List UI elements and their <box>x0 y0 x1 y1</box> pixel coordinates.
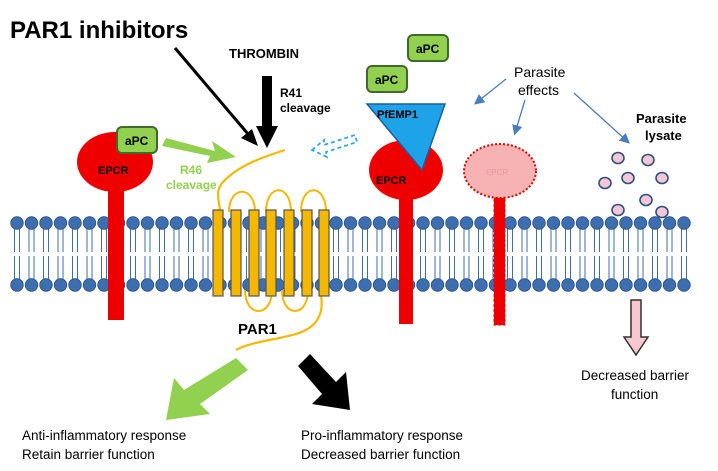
r41-label-line1: R41 <box>280 86 302 100</box>
inhibitor-arrow <box>173 47 258 146</box>
apc-box-top: aPC <box>407 34 449 62</box>
pfemp1-label: PfEMP1 <box>377 109 418 121</box>
pink-down-arrow <box>622 299 650 357</box>
outcome-left-line1: Anti-inflammatory response <box>22 428 186 443</box>
par1-label: PAR1 <box>238 321 277 338</box>
outcome-middle-line1: Pro-inflammatory response <box>301 428 463 443</box>
parasite-effects-line1: Parasite <box>514 64 566 80</box>
parasite-lysate-line2: lysate <box>645 128 682 143</box>
outcome-left-line2: Retain barrier function <box>22 447 155 462</box>
title: PAR1 inhibitors <box>10 17 188 44</box>
parasite-lysate-particles <box>598 151 669 219</box>
epcr-label-left: EPCR <box>98 165 129 177</box>
epcr-receptor-right: EPCR <box>369 140 443 324</box>
apc-box-middle: aPC <box>366 65 408 93</box>
r46-cleavage-arrow <box>162 138 236 163</box>
green-outcome-arrow <box>166 358 248 420</box>
outcome-right-line1: Decreased barrier <box>581 368 690 383</box>
parasite-effects-arrows <box>473 78 630 144</box>
pfemp1-triangle: PfEMP1 <box>365 103 447 172</box>
black-outcome-arrow <box>298 354 350 410</box>
epcr-receptor-faded: EPCR <box>463 143 537 326</box>
outcome-right-line2: function <box>611 387 658 402</box>
epcr-label-right: EPCR <box>376 175 407 187</box>
parasite-effects-line2: effects <box>518 82 559 98</box>
apc-box-left: aPC <box>116 126 158 154</box>
epcr-label-faded: EPCR <box>486 168 508 177</box>
dashed-blocked-arrow <box>310 133 359 159</box>
r41-label-line2: cleavage <box>280 101 331 115</box>
apc-label-left: aPC <box>125 134 149 148</box>
apc-label-top: aPC <box>416 42 440 56</box>
parasite-lysate-line1: Parasite <box>636 111 687 126</box>
r46-label-line1: R46 <box>180 163 202 177</box>
outcome-middle-line2: Decreased barrier function <box>301 447 460 462</box>
apc-label-middle: aPC <box>375 73 399 87</box>
thrombin-label: THROMBIN <box>229 46 299 61</box>
thrombin-arrow <box>256 76 278 148</box>
r46-label-line2: cleavage <box>166 178 217 192</box>
par1-receptor: PAR1 <box>212 148 330 351</box>
